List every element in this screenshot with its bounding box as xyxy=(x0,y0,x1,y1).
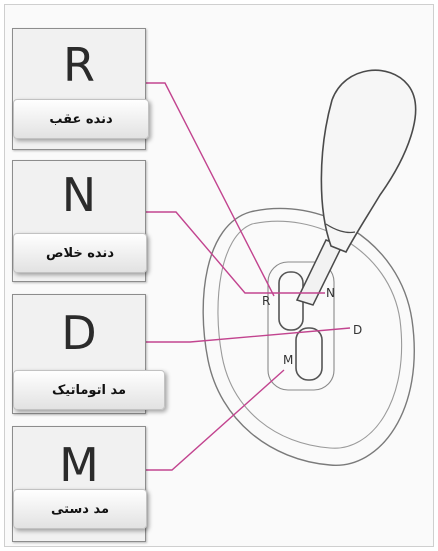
console-outer xyxy=(202,207,415,466)
gear-letter-m: M xyxy=(59,438,99,492)
gear-caption-d: مد اتوماتیک xyxy=(13,370,165,410)
gear-caption-m: مد دستی xyxy=(13,489,147,529)
gate-label-n: N xyxy=(326,286,335,300)
leader-line-n xyxy=(146,211,325,294)
gear-card-m: M مد دستی xyxy=(12,426,147,542)
knob-collar xyxy=(325,223,356,234)
shifter-stick xyxy=(295,239,344,306)
gear-card-d: D مد اتوماتیک xyxy=(12,294,165,414)
gate-label-m: M xyxy=(283,353,293,367)
gate-lower-slot xyxy=(295,327,323,381)
gear-card-r: R دنده عقب xyxy=(12,28,149,150)
gear-card-n: N دنده خلاص xyxy=(12,160,147,282)
gear-letter-d: D xyxy=(61,306,97,360)
gate-label-d: D xyxy=(353,323,362,337)
gear-caption-r: دنده عقب xyxy=(13,99,149,139)
shifter-knob xyxy=(320,69,417,254)
gate-outline xyxy=(267,261,335,391)
leader-line-r xyxy=(146,82,275,297)
console-inner xyxy=(217,220,403,449)
gate-label-r: R xyxy=(262,294,270,308)
gear-letter-n: N xyxy=(61,168,97,222)
leader-line-m xyxy=(146,369,285,471)
leader-line-d xyxy=(146,327,351,343)
gear-letter-r: R xyxy=(63,38,95,92)
gear-caption-n: دنده خلاص xyxy=(13,233,147,273)
